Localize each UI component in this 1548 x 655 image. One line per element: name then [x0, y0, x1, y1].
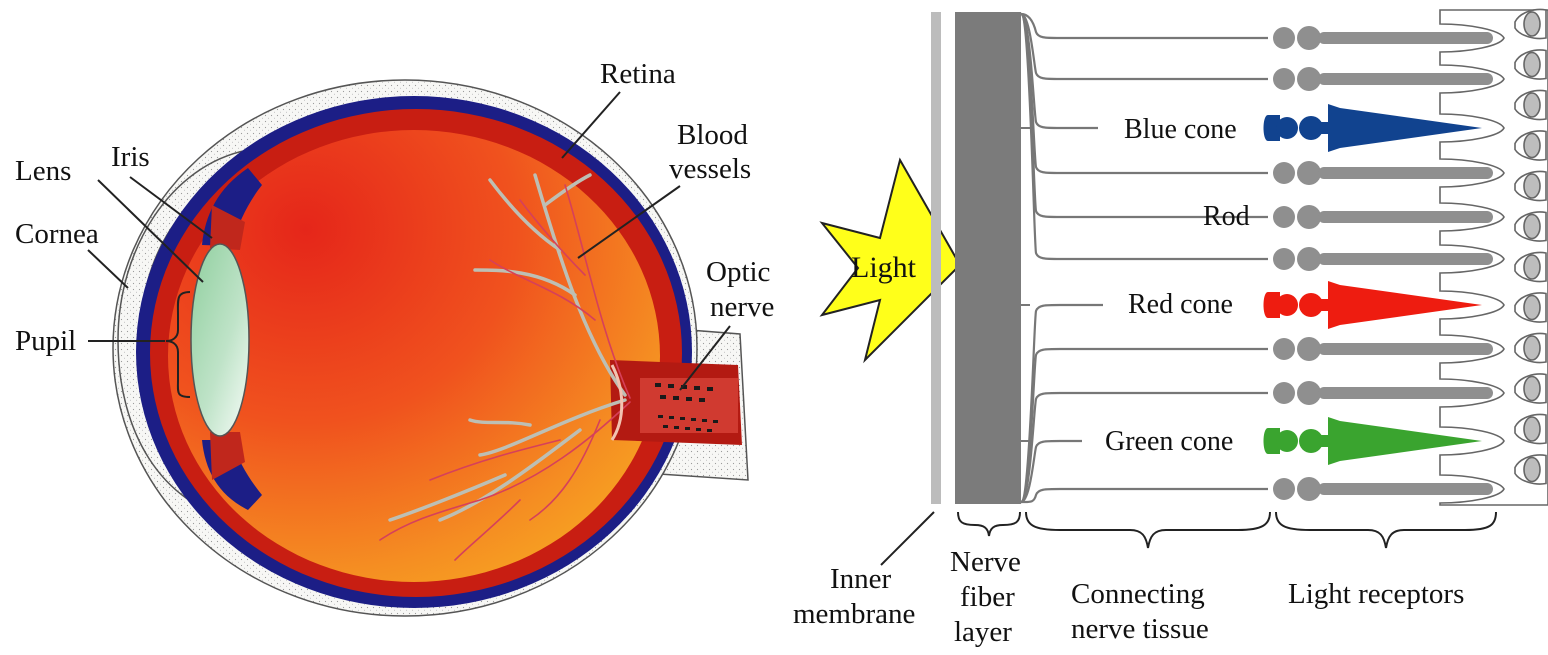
- retina-layers-diagram: Light Blue cone Rod Red cone Green cone …: [793, 10, 1548, 649]
- epithelium-nucleus: [1524, 53, 1540, 77]
- inner-membrane-label-line1: Inner: [830, 563, 892, 595]
- rod-cell: [1273, 247, 1493, 271]
- epithelium-nucleus: [1524, 134, 1540, 158]
- nerve-fiber-brace: [958, 512, 1020, 536]
- epithelium-nucleus: [1524, 296, 1540, 320]
- nerve-fiber-label-line1: Nerve: [950, 546, 1021, 578]
- retina-label: Retina: [600, 58, 676, 90]
- epithelium-nucleus: [1524, 417, 1540, 441]
- connecting-nerve-label-line1: Connecting: [1071, 578, 1205, 610]
- light-label: Light: [851, 251, 917, 284]
- epithelium-nucleus: [1524, 336, 1540, 360]
- red-cone-label: Red cone: [1128, 289, 1233, 320]
- epithelium-nucleus: [1524, 93, 1540, 117]
- lens-label: Lens: [15, 155, 71, 187]
- nerve-fiber-label-line2: fiber: [960, 581, 1015, 613]
- epithelium-nucleus: [1524, 174, 1540, 198]
- rod-cell: [1273, 205, 1493, 229]
- nerve-fiber-line: [1021, 14, 1268, 38]
- nerve-fiber-line: [1021, 14, 1268, 79]
- optic-nerve-core: [640, 378, 738, 433]
- connecting-nerve-label-line2: nerve tissue: [1071, 613, 1209, 645]
- rod-cell: [1273, 337, 1493, 361]
- optic-nerve-label-line2: nerve: [710, 291, 774, 323]
- rod-label: Rod: [1203, 201, 1250, 232]
- nerve-fiber-label-line3: layer: [954, 616, 1012, 648]
- epithelium-nucleus: [1524, 215, 1540, 239]
- rod-cell: [1273, 26, 1493, 50]
- inner-membrane-label-line2: membrane: [793, 598, 915, 630]
- light-receptors-brace: [1276, 512, 1496, 548]
- optic-nerve-label-line1: Optic: [706, 256, 770, 288]
- light-receptors-label: Light receptors: [1288, 578, 1464, 610]
- blue-cone-label: Blue cone: [1124, 114, 1237, 145]
- cornea-label: Cornea: [15, 218, 99, 250]
- lens: [191, 244, 249, 436]
- epithelium-nucleus: [1524, 458, 1540, 482]
- pupil-label: Pupil: [15, 325, 76, 357]
- eye-cross-section: [113, 80, 748, 616]
- rod-cell: [1273, 381, 1493, 405]
- epithelium-nucleus: [1524, 377, 1540, 401]
- nerve-fiber-layer: [955, 12, 1021, 504]
- epithelium-nucleus: [1524, 12, 1540, 36]
- nerve-fiber-line: [1021, 489, 1268, 502]
- connecting-nerve-brace: [1026, 512, 1270, 548]
- rod-cell: [1273, 477, 1493, 501]
- iris-label: Iris: [111, 141, 150, 173]
- blood-vessels-label-line2: vessels: [669, 153, 751, 185]
- rod-cell: [1273, 67, 1493, 91]
- epithelium-nucleus: [1524, 255, 1540, 279]
- rod-cell: [1273, 161, 1493, 185]
- blood-vessels-label-line1: Blood: [677, 119, 748, 151]
- inner-membrane: [931, 12, 941, 504]
- green-cone-label: Green cone: [1105, 426, 1233, 457]
